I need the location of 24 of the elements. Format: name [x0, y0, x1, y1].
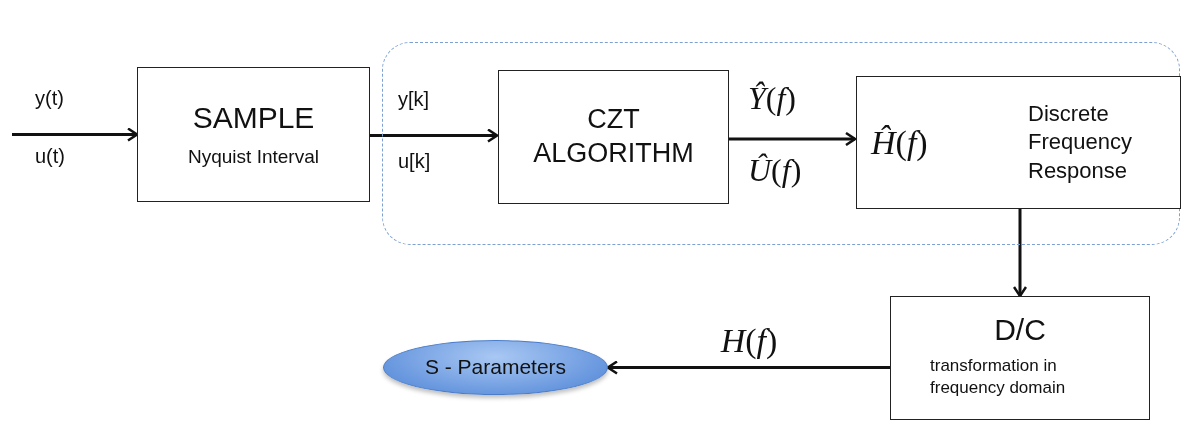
math-symbol: Ĥ(f) — [871, 123, 928, 162]
signal-symbol: Ŷ(f) — [748, 80, 796, 117]
arrow — [606, 360, 890, 375]
block-description: Discrete Frequency Response — [1028, 99, 1133, 185]
dashed-region — [382, 42, 1180, 245]
process-box — [856, 76, 1181, 209]
arrow — [12, 127, 139, 142]
process-box — [890, 296, 1150, 420]
arrow — [1012, 208, 1028, 298]
process-box — [137, 67, 370, 202]
block-description: transformation in frequency domain — [930, 354, 1067, 399]
signal-label: y[k] — [398, 88, 430, 111]
signal-label: y(t) — [35, 87, 64, 110]
block-title: SAMPLE — [192, 100, 315, 137]
block-title: D/C — [994, 312, 1046, 348]
block-title: CZT ALGORITHM — [532, 103, 695, 170]
block-subtitle: Nyquist Interval — [188, 144, 319, 169]
signal-label: u(t) — [35, 145, 65, 168]
signal-label: u[k] — [398, 150, 431, 173]
node-label: S - Parameters — [424, 354, 567, 381]
signal-symbol: Û(f) — [748, 152, 802, 189]
arrow — [370, 128, 499, 143]
arrow — [728, 131, 857, 147]
process-box — [498, 70, 729, 204]
